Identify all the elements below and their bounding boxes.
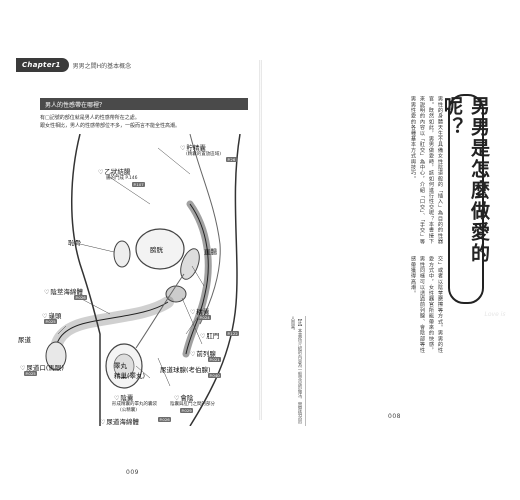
label-testis-outer: 睪丸 [114, 362, 127, 370]
label-bladder: 膀胱 [150, 246, 163, 254]
section-title: 男人的性感帶在哪裡？ [40, 98, 248, 110]
tag-ejaculatory: P.024 [198, 315, 212, 320]
decorative-watermark: Love is [484, 311, 506, 318]
heart-icon: ♡ [190, 309, 196, 316]
anatomy-figure: ♡貯精囊 (精囊的置放區域) P.26 ♡乙狀結腸 腸的門成 P.146 P.1… [18, 134, 250, 426]
footnote-column: 【註】本書所介紹的內容為一般常見的做法，實際情況因人而異。 [270, 316, 306, 426]
anatomy-illustration [45, 134, 241, 426]
heart-icon: ♡ [98, 169, 104, 176]
tag-cowper: P.040 [208, 373, 222, 378]
label-sigmoid-colon-sub: 腸的門成 P.146 [106, 176, 138, 181]
chapter-header: Chapter1 男男之間H的基本概念 [16, 56, 131, 74]
chapter-title: 男男之間H的基本概念 [72, 62, 132, 70]
body-text-upper: 男性的身體天生不具備女性陰道般的「插入」為目的的性器官。既然如此，男男做愛時，該… [410, 96, 443, 245]
body-text-lower: 交」或者以陰莖磨擦等方式。男男的性愛方式中，女性器官所能帶來的快感，男性同樣可以… [410, 256, 443, 353]
label-urethral-opening: ♡尿道口(馬眼) [20, 364, 64, 372]
page-number-right: 008 [388, 413, 401, 420]
page-title: 男男是怎麼做愛的呢？ [441, 94, 490, 304]
label-urethra: 尿道 [18, 336, 31, 344]
tag-urethral-sponge: P.026 [158, 417, 172, 422]
label-testis-inner-sub: (睪丸) [127, 372, 146, 380]
tag-prostate: P.021 [208, 357, 222, 362]
book-gutter [259, 60, 262, 420]
label-glans: ♡龜頭 [42, 312, 62, 320]
heart-icon: ♡ [180, 145, 186, 152]
label-perineum: ♡會陰 [174, 394, 194, 402]
heart-icon: ♡ [174, 395, 180, 402]
tag-sigmoid-colon: P.107 [132, 182, 146, 187]
label-sigmoid-colon: ♡乙狀結腸 [98, 168, 131, 176]
intro-line-1: 有□記號的部位就是男人的性感帶所在之處。 [40, 115, 140, 121]
heart-icon: ♡ [100, 419, 106, 426]
heart-icon: ♡ [42, 313, 48, 320]
label-scrotum-sub2: (公精囊) [120, 408, 138, 413]
label-urethral-sponge: ♡尿道海綿體 [100, 418, 139, 426]
label-scrotum-sub: 形成精囊的睪丸的囊袋 [112, 402, 157, 407]
heart-icon: ♡ [190, 351, 196, 358]
label-seminal-vesicle-sub: (精囊的置放區域) [186, 152, 222, 157]
heart-icon: ♡ [20, 365, 26, 372]
tag-urethral-opening: P.025 [24, 371, 38, 376]
label-testis-inner: 精巢(睪丸) [114, 372, 146, 380]
intro-line-2: 跟女性相比，男人的性感帶部位不多，一般而言不能全性高潮。 [40, 123, 181, 129]
label-urethral-opening-sub: (馬眼) [45, 364, 64, 372]
tag-anus: P.122 [226, 331, 240, 336]
heart-icon: ♡ [200, 333, 206, 340]
left-page: Chapter1 男男之間H的基本概念 男人的性感帶在哪裡？ 有□記號的部位就是… [8, 56, 260, 476]
chapter-badge: Chapter1 [16, 58, 69, 72]
label-corpus-spongiosum: ♡陰莖海綿體 [44, 288, 83, 296]
label-cowper: 尿道球腺(考伯腺) [160, 366, 211, 374]
heart-icon: ♡ [114, 395, 120, 402]
label-pubic-bone: 恥骨 [68, 239, 81, 247]
intro-text: 有□記號的部位就是男人的性感帶所在之處。 跟女性相比，男人的性感帶部位不多，一般… [40, 114, 250, 130]
right-page: 男男是怎麼做愛的呢？ 男性的身體天生不具備女性陰道般的「插入」為目的的性器官。既… [262, 56, 520, 436]
label-anus: ♡肛門 [200, 332, 220, 340]
tag-perineum: P.029 [180, 408, 194, 413]
label-scrotum: ♡陰囊 [114, 394, 134, 402]
label-cowper-sub: (考伯腺) [186, 366, 211, 374]
tag-corpus-spongiosum: P.026 [74, 295, 88, 300]
heart-icon: ♡ [44, 289, 50, 296]
label-prostate: ♡前列腺 [190, 350, 216, 358]
label-perineum-sub: 陰囊與肛門之間的部分 [170, 402, 215, 407]
tag-glans-top: P.025 [44, 319, 58, 324]
tag-seminal-vesicle: P.26 [226, 157, 237, 162]
label-rectum: 直腸 [204, 248, 217, 256]
label-ejaculatory: ♡精囊 [190, 308, 210, 316]
page-number-left: 009 [126, 469, 139, 476]
label-seminal-vesicle: ♡貯精囊 [180, 144, 206, 152]
